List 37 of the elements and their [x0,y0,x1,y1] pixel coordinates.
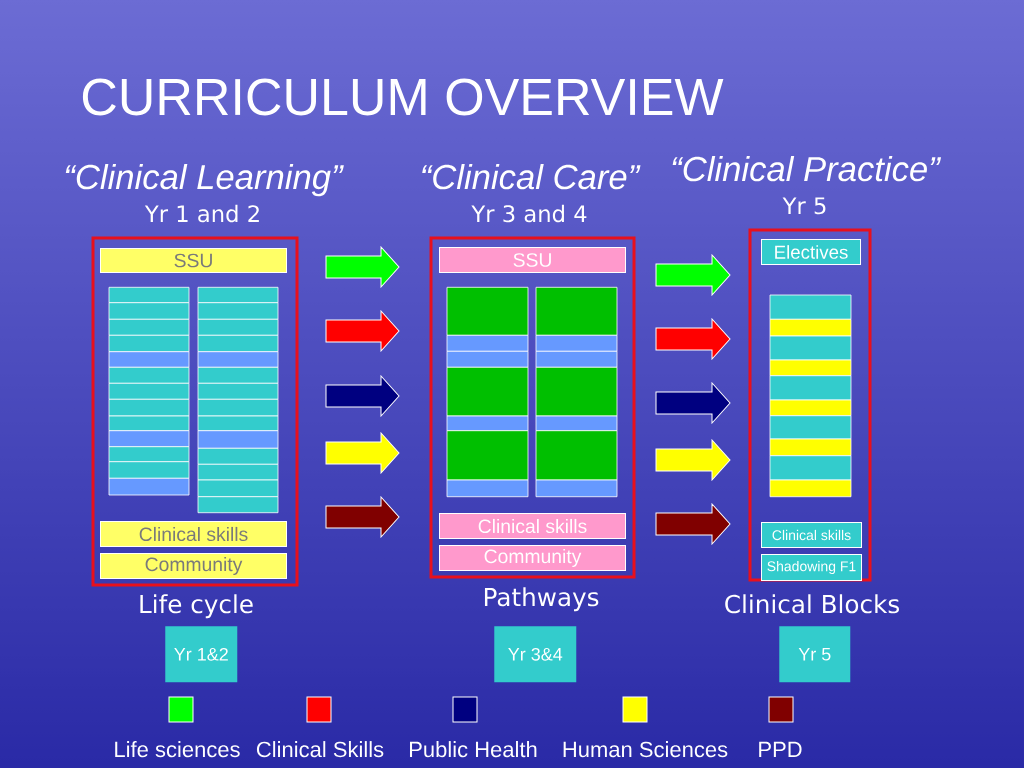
block-arrow [655,439,731,481]
section-label: Pathways [484,587,599,612]
title: CURRICULUM OVERVIEW [82,78,724,116]
block-arrow [325,246,400,288]
module-box: Clinical skills [100,521,287,547]
phase-heading: “Clinical Care” [422,163,641,190]
block-arrow [655,318,731,360]
year-subheading: Yr 5 [782,197,826,215]
module-box: Clinical skills [761,522,862,548]
legend-label: PPD [759,741,802,757]
section-label: Clinical Blocks [725,594,899,614]
module-box: Electives [761,239,861,265]
module-box: Community [100,553,287,579]
module-box: Community [439,545,626,571]
year-box: Yr 1&2 [165,626,238,683]
phase-heading: “Clinical Learning” [65,163,344,197]
block-arrow [655,254,731,296]
legend-label: Human Sciences [563,741,728,758]
year-subheading: Yr 1 and 2 [144,204,259,223]
block-arrow [655,382,731,424]
block-arrow [655,503,731,545]
block-arrow [325,375,400,417]
section-label: Life cycle [140,594,253,619]
block-arrow [325,310,400,352]
phase-heading: “Clinical Practice” [672,155,942,182]
year-subheading: Yr 3 and 4 [471,204,587,223]
legend-label: Public Health [410,741,537,758]
block-arrow [325,496,400,538]
year-box: Yr 5 [779,626,851,683]
module-box: Shadowing F1 [761,554,862,581]
module-box: Clinical skills [439,513,626,539]
module-box: SSU [439,247,626,273]
block-arrow [325,432,400,474]
legend-label: Clinical Skills [256,741,384,758]
year-box: Yr 3&4 [494,626,577,683]
legend-label: Life sciences [115,741,240,758]
module-box: SSU [100,248,287,273]
